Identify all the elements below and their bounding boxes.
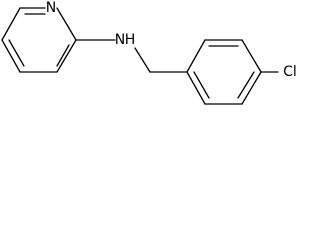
bond-ph-c xyxy=(241,39,262,73)
pyridine-nitrogen-label: N xyxy=(46,0,56,16)
double-bond-left xyxy=(8,39,25,67)
bond-ring-b xyxy=(1,39,21,73)
amine-nitrogen-label: N xyxy=(115,32,125,48)
bond-amine-to-methylene xyxy=(134,47,151,73)
pyridine-ring xyxy=(1,7,77,73)
chlorine-label: Cl xyxy=(283,64,297,80)
bond-ph-f xyxy=(186,71,206,105)
double-bond-ph-right xyxy=(237,71,255,99)
bond-ring-e xyxy=(56,7,77,41)
structure-diagram: N N H Cl xyxy=(1,0,297,105)
double-bond-right xyxy=(56,44,70,67)
bond-ph-d xyxy=(241,71,262,105)
bond-ring-d xyxy=(56,39,77,73)
amine-hydrogen-label: H xyxy=(125,32,136,48)
bond-ring-a xyxy=(1,7,21,41)
bond-ph-a xyxy=(186,39,206,73)
double-bond-ph-left xyxy=(193,71,210,99)
chlorophenyl-ring xyxy=(186,39,262,105)
